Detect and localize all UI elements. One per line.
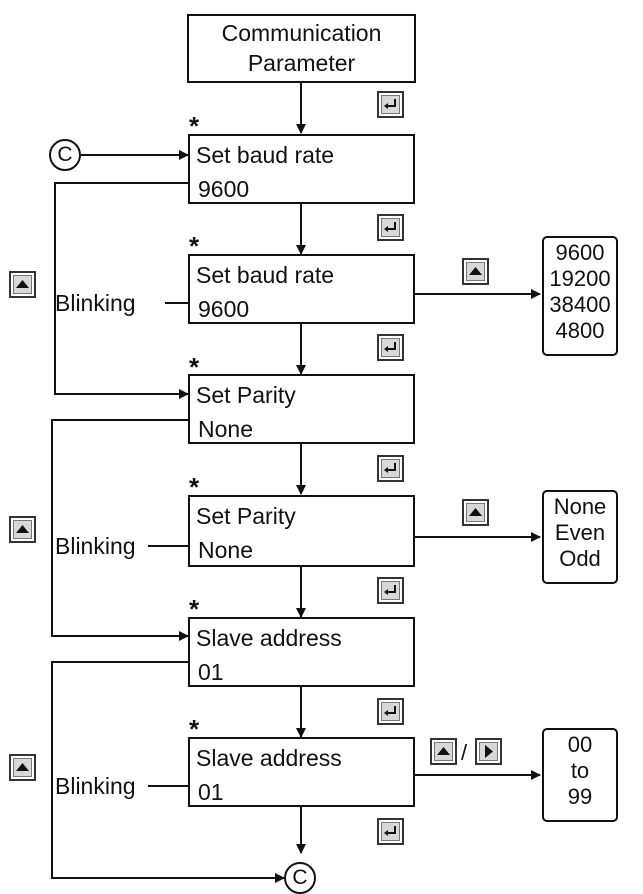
step-title: Set Parity [196,503,296,529]
baud-rate-options: 9600 19200 38400 4800 [542,236,618,356]
loop-line [54,182,189,399]
up-arrow-key-icon [9,516,36,543]
set-baud-rate-blinking-box: Set baud rate 9600 [188,254,415,324]
blinking-label: Blinking [55,290,136,316]
slave-address-box: Slave address 01 [188,617,415,687]
up-arrow-key-icon [462,258,489,285]
asterisk: * [189,594,200,624]
asterisk: * [189,472,200,502]
enter-key-icon [377,818,404,845]
up-arrow-key-icon [430,738,457,765]
baud-option: 4800 [555,318,605,343]
step-value: None [198,416,253,442]
enter-key-icon [377,577,404,604]
up-arrow-key-icon [9,754,36,781]
set-baud-rate-box: Set baud rate 9600 [188,134,415,204]
address-range-options: 00 to 99 [542,728,618,822]
asterisk: * [189,352,200,382]
enter-key-icon [377,334,404,361]
step-value: 01 [198,659,224,685]
slave-address-blinking-box: Slave address 01 [188,737,415,807]
baud-option: 38400 [549,292,611,317]
address-option: to [570,758,590,783]
enter-key-icon [377,214,404,241]
step-value: 9600 [198,296,250,322]
enter-key-icon [377,698,404,725]
parity-option: Odd [559,546,601,571]
step-value: None [198,537,253,563]
enter-key-icon [377,91,404,118]
slash-separator: / [461,740,468,765]
right-arrow-key-icon [475,738,502,765]
connector-c-start: C [49,139,81,171]
address-option: 00 [567,732,593,757]
asterisk: * [189,714,200,744]
step-title: Slave address [196,625,342,651]
step-title: Set baud rate [196,142,335,168]
blinking-label: Blinking [55,533,136,559]
up-arrow-key-icon [9,271,36,298]
blinking-label: Blinking [55,773,136,799]
parity-option: Even [554,520,606,545]
connector-c-end: C [284,862,316,894]
step-value: 01 [198,779,224,805]
baud-option: 9600 [555,240,605,265]
asterisk: * [189,231,200,261]
communication-parameter-box: Communication Parameter [187,14,416,83]
parity-options: None Even Odd [542,490,618,584]
parity-option: None [553,494,607,519]
enter-key-icon [377,455,404,482]
step-title: Set Parity [196,382,296,408]
address-option: 99 [567,784,593,809]
set-parity-blinking-box: Set Parity None [188,495,415,567]
step-title: Set baud rate [196,262,335,288]
set-parity-box: Set Parity None [188,374,415,444]
step-title: Slave address [196,745,342,771]
baud-option: 19200 [549,266,611,291]
asterisk: * [189,111,200,141]
loop-line [51,419,189,641]
step-value: 9600 [198,176,250,202]
loop-line [51,661,285,883]
up-arrow-key-icon [462,499,489,526]
